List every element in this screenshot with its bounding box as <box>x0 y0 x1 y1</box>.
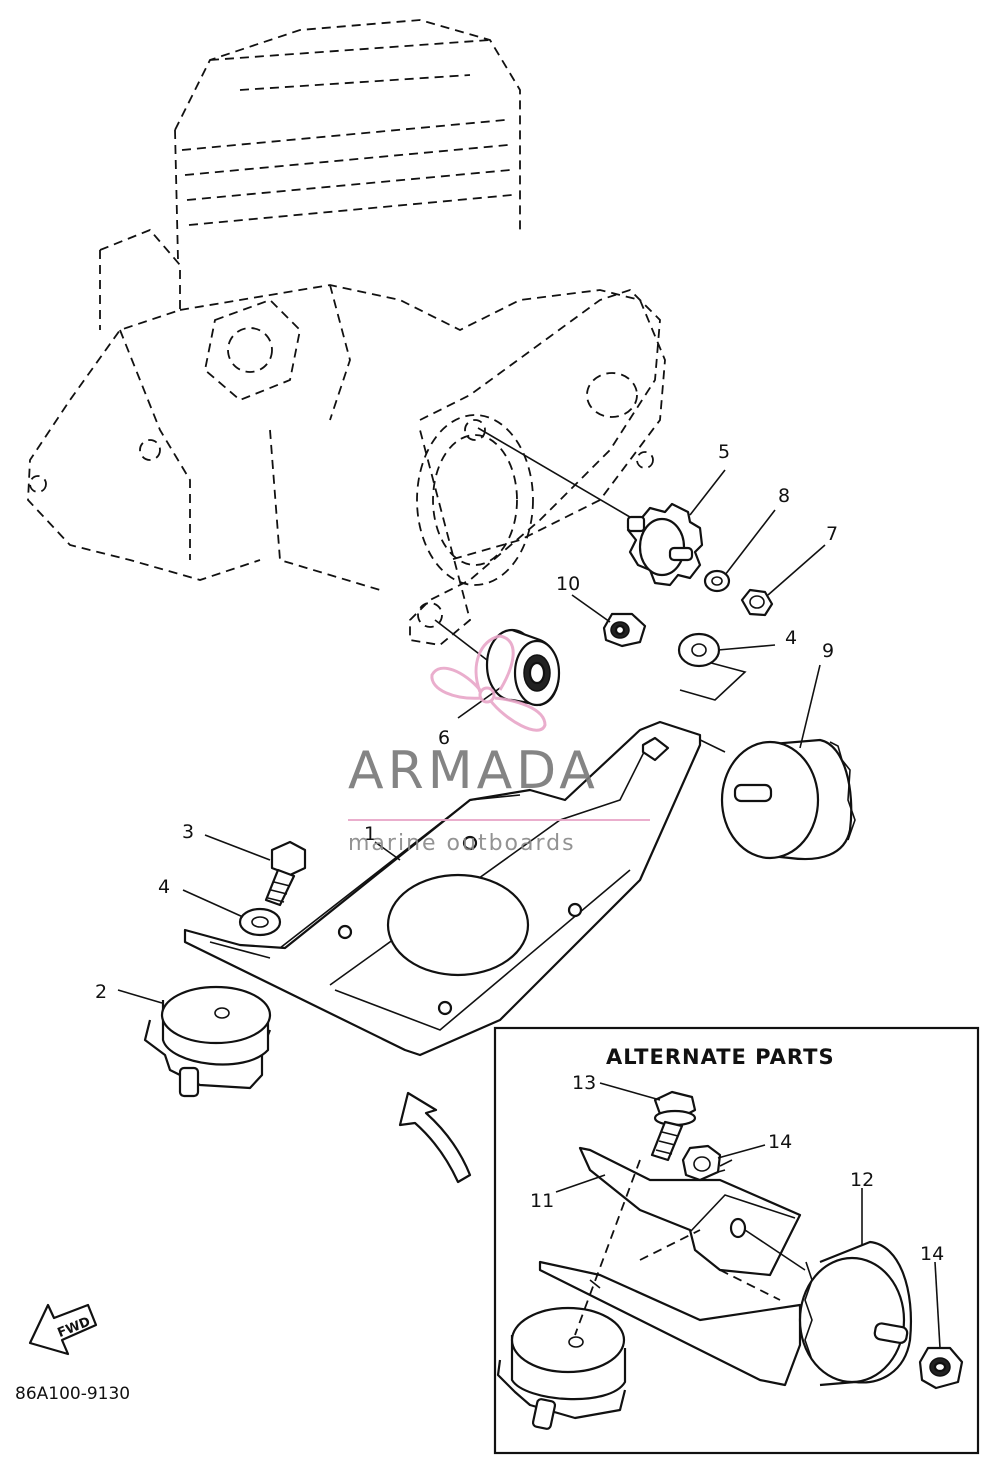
callout-4-upper: 4 <box>785 627 797 649</box>
callout-13: 13 <box>572 1072 596 1094</box>
callout-2: 2 <box>95 981 107 1003</box>
callout-14-upper: 14 <box>768 1131 792 1153</box>
callout-11: 11 <box>530 1190 554 1212</box>
part-14-nut-lower[interactable] <box>918 1346 964 1390</box>
assembly-direction-arrow-icon <box>398 1091 472 1184</box>
part-7-nut[interactable] <box>740 588 774 617</box>
callout-9: 9 <box>822 640 834 662</box>
watermark-brand: ARMADA <box>348 741 599 801</box>
part-10-nut[interactable] <box>602 612 647 648</box>
part-3-bolt[interactable] <box>264 840 307 907</box>
part-11-bracket[interactable] <box>538 1146 802 1387</box>
assembly-centre-lines <box>434 427 747 753</box>
inset-title: ALTERNATE PARTS <box>606 1045 835 1069</box>
armada-watermark: ARMADA marine outboards <box>348 634 650 856</box>
diagram-code: 86A100-9130 <box>15 1384 130 1404</box>
part-12-rubber-mount[interactable] <box>798 1240 912 1387</box>
fwd-arrow-icon: FWD <box>28 1303 98 1356</box>
callout-12: 12 <box>850 1169 874 1191</box>
callout-leader-lines <box>117 469 941 1349</box>
part-1-bracket-plate[interactable] <box>183 720 702 1057</box>
callout-7: 7 <box>826 523 838 545</box>
part-14-nut-upper[interactable] <box>681 1144 726 1182</box>
callout-8: 8 <box>778 485 790 507</box>
part-2-rubber-mount[interactable] <box>143 985 272 1098</box>
callout-5: 5 <box>718 441 730 463</box>
part-8-washer[interactable] <box>703 569 731 593</box>
part-6-rubber-mount[interactable] <box>485 628 561 707</box>
callout-10: 10 <box>556 573 580 595</box>
callout-3: 3 <box>182 821 194 843</box>
part-13-flange-bolt[interactable] <box>650 1090 697 1162</box>
callout-6: 6 <box>438 727 450 749</box>
callout-1: 1 <box>364 823 376 845</box>
inset-lower-rubber-mount[interactable] <box>496 1306 627 1430</box>
part-9-rubber-mount[interactable] <box>720 738 856 861</box>
engine-block-outline <box>27 19 666 646</box>
callout-14-lower: 14 <box>920 1243 944 1265</box>
alternate-parts-inset <box>493 1026 980 1455</box>
watermark-tagline: marine outboards <box>348 831 576 856</box>
part-4-washer-lower[interactable] <box>238 907 282 937</box>
propeller-logo-icon <box>430 634 547 732</box>
callout-4-lower: 4 <box>158 876 170 898</box>
part-4-washer-upper[interactable] <box>677 632 721 668</box>
part-5-damper[interactable] <box>626 502 704 587</box>
callout-labels: 1 2 3 4 4 5 6 7 8 9 10 11 12 13 14 14 <box>95 441 944 1265</box>
